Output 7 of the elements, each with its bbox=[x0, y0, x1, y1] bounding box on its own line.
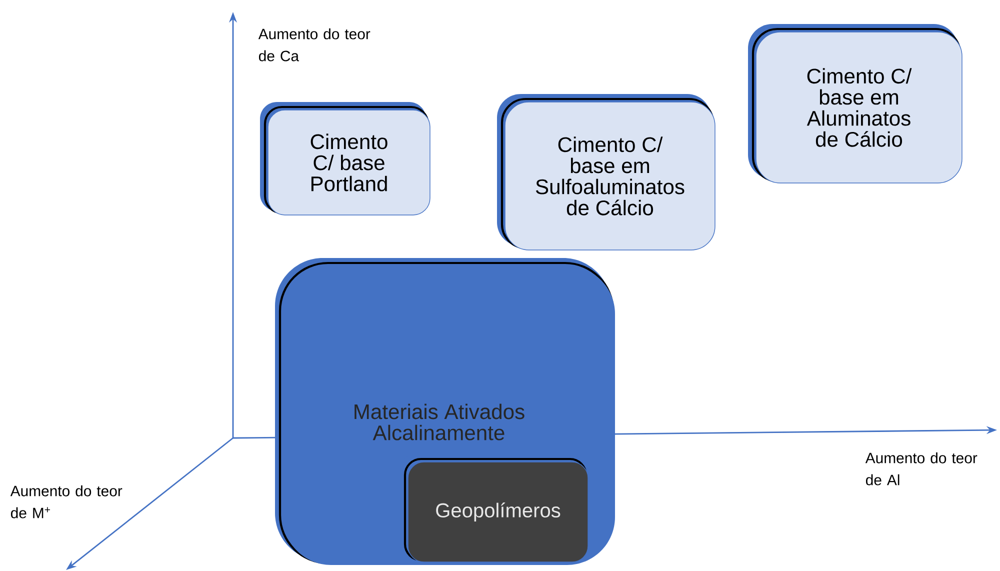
axis-label: Aumento do teor de Ca bbox=[258, 28, 370, 62]
rounded-box: Cimento C/ base em Sulfoaluminatos de Cálcio bbox=[497, 94, 716, 250]
rounded-box: Geopolímeros bbox=[400, 454, 588, 562]
axis-label: Aumento do teor de Al bbox=[865, 452, 978, 486]
axis-label: Aumento do teor de M$^{+}$ bbox=[10, 485, 122, 518]
rounded-box: Cimento C/ base em Aluminatos de Cálcio bbox=[748, 24, 962, 184]
rounded-box: Cimento C/ base Portland bbox=[260, 102, 430, 216]
